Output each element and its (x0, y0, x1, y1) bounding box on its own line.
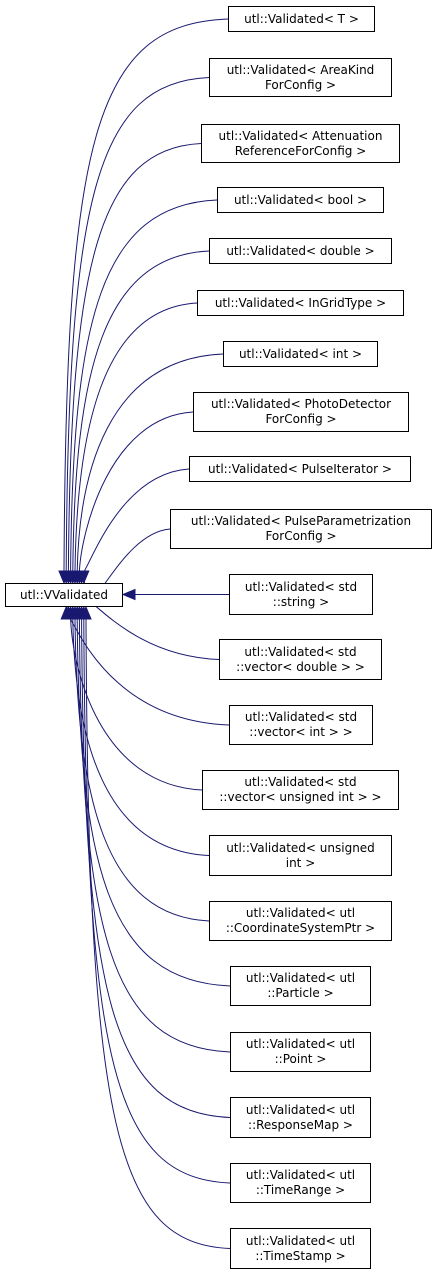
derived-class-label-line: ForConfig > (265, 529, 337, 543)
derived-class-node[interactable]: utl::Validated< int > (223, 341, 378, 367)
inheritance-edge (83, 618, 231, 1184)
derived-class-node[interactable]: utl::Validated< std::vector< int > > (229, 705, 373, 745)
derived-class-label-line: utl::Validated< std (244, 579, 358, 594)
inheritance-edge (78, 618, 231, 1053)
inheritance-edge (63, 18, 229, 572)
derived-class-label-line: utl::Validated< T > (244, 11, 359, 26)
derived-class-label-line: utl::Validated< utl (245, 906, 356, 920)
derived-class-node[interactable]: utl::Validated< utl::TimeRange > (230, 1163, 371, 1203)
derived-class-label-line: ForConfig > (265, 412, 337, 426)
derived-class-label-line: ::vector< double > > (236, 659, 365, 674)
inheritance-edge (70, 199, 218, 572)
inheritance-arrowhead (80, 605, 92, 620)
derived-class-node[interactable]: utl::Validated< utl::Particle > (230, 966, 371, 1006)
derived-class-label-line: ::string > (272, 594, 330, 609)
inheritance-edge (67, 143, 202, 572)
derived-class-label-line: ::Point > (274, 1052, 327, 1066)
derived-class-node[interactable]: utl::Validated< utl::Point > (230, 1032, 371, 1072)
inheritance-edge (70, 618, 203, 791)
derived-class-label-line: utl::Validated< std (244, 710, 358, 724)
inheritance-edge (76, 353, 224, 572)
inheritance-edge (74, 302, 198, 572)
inheritance-edge (81, 618, 231, 1118)
derived-class-label-line: utl::Validated< std (244, 775, 357, 789)
derived-class-node[interactable]: utl::Validated< T > (228, 6, 375, 32)
derived-class-label-line: utl::Validated< double > (226, 243, 375, 258)
derived-class-node[interactable]: utl::Validated< InGridType > (197, 290, 404, 316)
derived-class-label-line: utl::Validated< Attenuation (218, 128, 383, 143)
derived-class-label-line: utl::Validated< utl (245, 1037, 356, 1051)
derived-class-label-line: utl::Validated< PulseParametrization (190, 514, 412, 528)
derived-class-label-line: utl::Validated< unsigned (226, 840, 375, 855)
derived-class-label-line: utl::Validated< int > (238, 346, 363, 361)
inheritance-edge (72, 250, 210, 572)
inheritance-edge (72, 618, 210, 856)
inheritance-edges (58, 18, 231, 1249)
base-class-node[interactable]: utl::VValidated (5, 583, 123, 607)
inheritance-edge (85, 618, 231, 1249)
derived-class-label-line: utl::Validated< std (244, 644, 357, 659)
derived-class-node[interactable]: utl::Validated< PulseIterator > (189, 456, 411, 482)
derived-class-node[interactable]: utl::Validated< std::vector< unsigned in… (202, 770, 399, 810)
inheritance-arrowhead (121, 588, 136, 601)
inheritance-edge (65, 77, 210, 572)
derived-class-label-line: utl::Validated< utl (245, 1168, 356, 1182)
base-class-label: utl::VValidated (20, 587, 108, 602)
derived-class-label-line: ForConfig > (264, 77, 337, 92)
derived-class-label-line: ::ResponseMap > (248, 1117, 353, 1132)
derived-class-node[interactable]: utl::Validated< utl::CoordinateSystemPtr… (209, 901, 392, 941)
derived-class-node[interactable]: utl::Validated< std::vector< double > > (219, 639, 382, 680)
derived-class-label-line: utl::Validated< PhotoDetector (210, 397, 392, 411)
derived-class-label-line: utl::Validated< PulseIterator > (208, 461, 392, 476)
derived-class-node[interactable]: utl::Validated< utl::ResponseMap > (230, 1097, 371, 1138)
derived-class-node[interactable]: utl::Validated< bool > (217, 187, 384, 213)
derived-class-label-line: ::CoordinateSystemPtr > (225, 921, 376, 935)
derived-class-node[interactable]: utl::Validated< std::string > (229, 574, 373, 615)
derived-class-label-line: ::vector< unsigned int > > (219, 790, 382, 804)
derived-class-label-line: int > (285, 855, 316, 870)
derived-class-node[interactable]: utl::Validated< double > (209, 238, 392, 264)
derived-class-label-line: utl::Validated< bool > (233, 192, 368, 207)
derived-class-label-line: ::Particle > (267, 986, 334, 1000)
derived-class-node[interactable]: utl::Validated< utl::TimeStamp > (230, 1228, 371, 1269)
inheritance-edge (74, 618, 210, 922)
derived-class-label-line: ::TimeStamp > (255, 1248, 346, 1263)
derived-class-label-line: utl::Validated< utl (245, 1102, 356, 1117)
derived-class-label-line: utl::Validated< InGridType > (214, 295, 387, 310)
derived-class-label-line: utl::Validated< utl (245, 1233, 356, 1248)
derived-class-label-line: ::vector< int > > (249, 725, 353, 739)
inheritance-edge (76, 618, 231, 987)
derived-class-label-line: utl::Validated< AreaKind (226, 62, 375, 77)
derived-class-label-line: utl::Validated< utl (245, 971, 356, 985)
derived-class-label-line: ReferenceForConfig > (234, 143, 367, 158)
inheritance-arrowhead (78, 570, 90, 585)
inheritance-edge (78, 411, 194, 572)
derived-class-label-line: ::TimeRange > (255, 1183, 346, 1197)
